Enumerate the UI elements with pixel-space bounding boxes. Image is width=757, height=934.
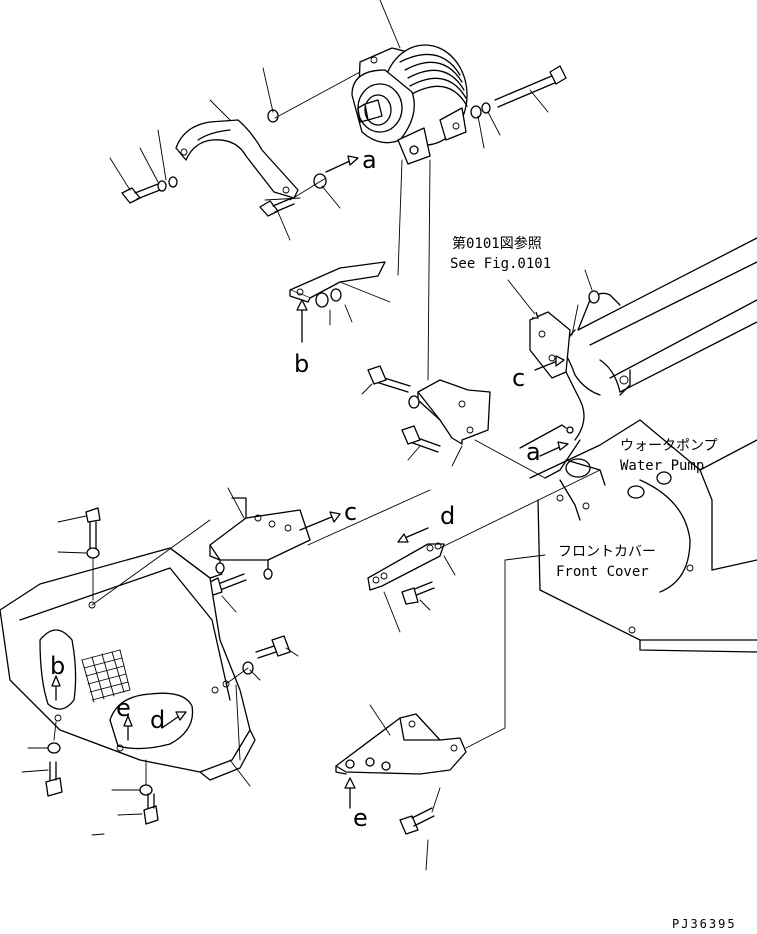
arrow-label-c-engine: c bbox=[512, 364, 525, 392]
arrow-label-c-bracket: c bbox=[344, 498, 357, 526]
bracket-b bbox=[289, 261, 391, 343]
arrow-label-d-cover: d bbox=[150, 706, 165, 734]
drawing-code: PJ36395 bbox=[672, 917, 737, 931]
front-cover-label-jp: フロントカバー bbox=[558, 544, 656, 560]
ref-note-jp: 第0101図参照 bbox=[452, 235, 542, 252]
adjusting-arm bbox=[175, 119, 299, 199]
bracket-d bbox=[367, 469, 601, 633]
front-cover-label-en: Front Cover bbox=[556, 564, 649, 580]
arrow-label-a-pump: a bbox=[526, 438, 541, 466]
arm-hardware bbox=[121, 65, 567, 217]
cover-hardware bbox=[21, 507, 299, 836]
reference-arrows bbox=[51, 155, 569, 741]
arrow-label-e-bracket: e bbox=[353, 804, 368, 832]
bracket-c bbox=[507, 269, 600, 379]
arrow-label-a-top: a bbox=[362, 146, 377, 174]
arrow-label-d-bracket: d bbox=[440, 502, 455, 530]
arrow-label-e-cover: e bbox=[116, 694, 131, 722]
water-pump-label-en: Water Pump bbox=[620, 458, 704, 474]
front-bracket bbox=[205, 487, 431, 613]
leader-lines-top bbox=[109, 0, 549, 381]
alternator bbox=[351, 44, 468, 165]
bracket-e bbox=[335, 554, 546, 871]
arrow-label-b-bracket: b bbox=[294, 350, 309, 378]
alternator-mount-bracket bbox=[361, 365, 546, 479]
belt-cover bbox=[0, 519, 256, 787]
grill-pattern bbox=[81, 649, 131, 703]
ref-note-en: See Fig.0101 bbox=[450, 256, 551, 272]
water-pump-label-jp: ウォータポンプ bbox=[620, 438, 718, 454]
engine-block bbox=[519, 237, 757, 653]
arrow-label-b-cover: b bbox=[50, 652, 65, 680]
